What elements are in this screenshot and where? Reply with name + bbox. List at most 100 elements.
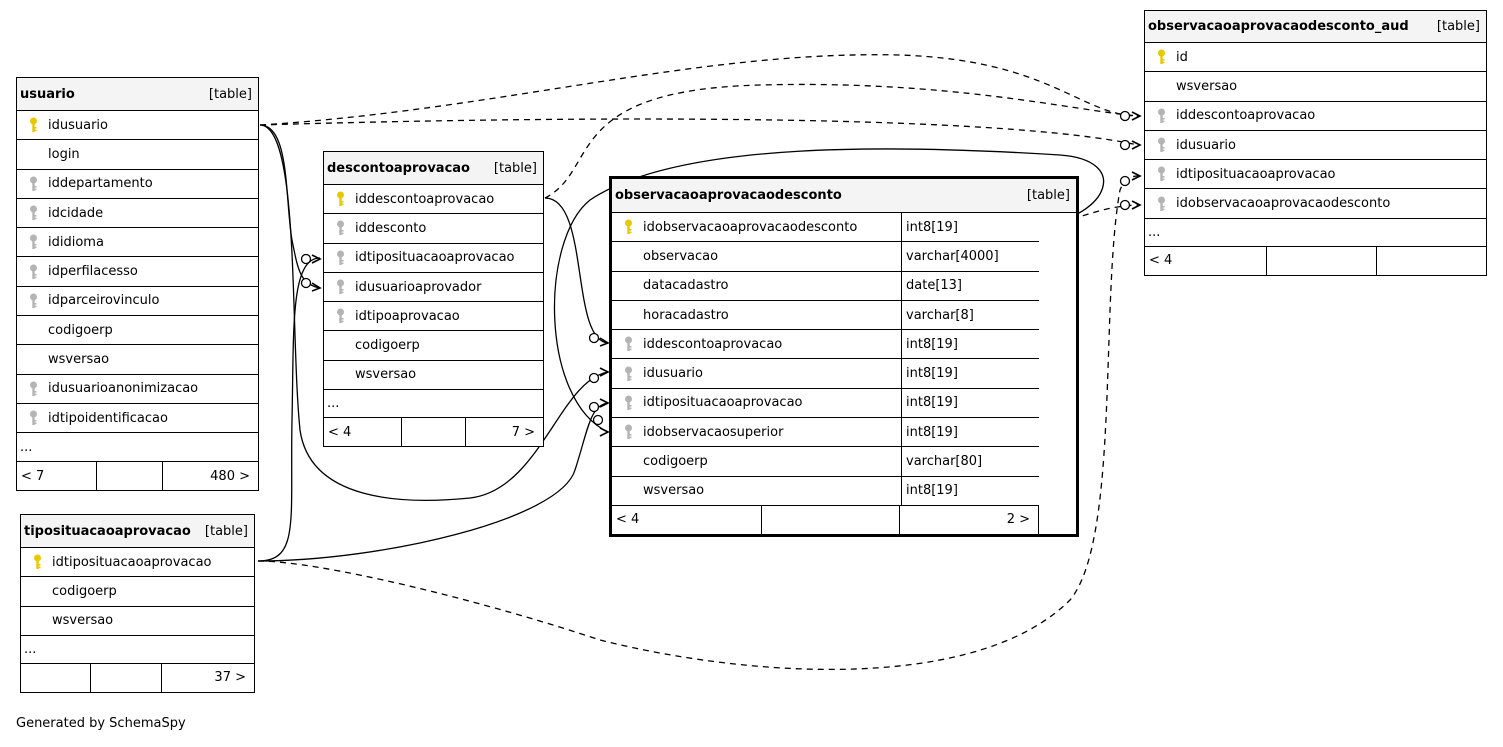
column-name: datacadastro [643, 278, 729, 294]
table-tag: [table] [493, 160, 537, 176]
foreign-key-icon [620, 366, 636, 382]
footer-blank [97, 462, 163, 491]
column-row[interactable]: wsversao [17, 345, 258, 375]
column-row[interactable]: idtipoidentificacao [17, 404, 258, 434]
column-row[interactable]: codigoerp [17, 316, 258, 346]
column-row[interactable]: wsversao [324, 361, 543, 391]
table-footer: 37 > [21, 663, 254, 692]
more-columns: ... [17, 433, 258, 463]
table-descontoaprovacao[interactable]: descontoaprovacao [table] iddescontoapro… [323, 151, 544, 448]
column-type: int8[19] [901, 418, 1039, 447]
column-row[interactable]: idtiposituacaoaprovacao [1145, 160, 1486, 190]
foreign-key-icon [620, 336, 636, 352]
primary-key-icon [25, 117, 41, 133]
table-footer: < 4 7 > [324, 418, 543, 447]
footer-rows: 480 > [210, 468, 250, 484]
column-type: varchar[4000] [901, 242, 1039, 271]
table-observacaoaprovacaodesconto[interactable]: observacaoaprovacaodesconto [table] idob… [609, 176, 1079, 537]
column-row[interactable]: idobservacaoaprovacaodesconto [1145, 189, 1486, 219]
more-columns: ... [324, 390, 543, 419]
column-row[interactable]: ididioma [17, 228, 258, 258]
foreign-key-icon [25, 234, 41, 250]
column-name: observacao [643, 248, 719, 264]
primary-key-icon [620, 219, 636, 235]
column-row[interactable]: iddepartamento [17, 170, 258, 199]
footer-rows: 37 > [214, 670, 246, 686]
table-name: tiposituacaoaprovacao [24, 523, 191, 539]
column-name: idtipoidentificacao [48, 410, 168, 426]
column-row[interactable]: codigoerp [324, 331, 543, 361]
table-name: observacaoaprovacaodesconto_aud [1148, 19, 1409, 34]
column-row[interactable]: iddescontoaprovacao [324, 185, 543, 215]
column-type: int8[19] [901, 476, 1039, 505]
column-row[interactable]: idcidade [17, 199, 258, 229]
foreign-key-icon [25, 410, 41, 426]
foreign-key-icon [1153, 137, 1169, 153]
footer-rows: 2 > [1006, 512, 1030, 528]
footer-parents: < 4 [612, 505, 762, 534]
column-row[interactable]: idparceirovinculo [17, 287, 258, 317]
table-tag: [table] [208, 86, 252, 102]
column-row[interactable]: iddesconto [324, 214, 543, 244]
column-row[interactable]: iddescontoaprovacao [1145, 102, 1486, 131]
foreign-key-icon [25, 381, 41, 397]
column-name: id [1176, 49, 1188, 65]
column-row[interactable]: idtiposituacaoaprovacao [21, 548, 254, 578]
column-name: idobservacaoaprovacaodesconto [1176, 196, 1391, 212]
column-row[interactable]: codigoerp [21, 577, 254, 607]
column-row[interactable]: idperfilacesso [17, 257, 258, 287]
foreign-key-icon [332, 279, 348, 295]
column-row[interactable]: login [17, 140, 258, 170]
relation-usuario-descontoaprovacao [259, 124, 321, 289]
column-row[interactable]: observacao varchar[4000] [612, 242, 1039, 272]
column-row[interactable]: wsversao [1145, 72, 1486, 102]
crowfoot-ring [588, 401, 600, 413]
table-tiposituacaoaprovacao[interactable]: tiposituacaoaprovacao [table] idtipositu… [20, 514, 255, 693]
table-header: descontoaprovacao [table] [324, 152, 543, 185]
footer-rows: 7 > [511, 424, 535, 440]
foreign-key-icon [620, 395, 636, 411]
table-name: observacaoaprovacaodesconto [615, 188, 842, 203]
foreign-key-icon [332, 250, 348, 266]
column-row[interactable]: idusuarioanonimizacao [17, 375, 258, 404]
crowfoot-ring [592, 414, 604, 426]
column-name: horacadastro [643, 307, 729, 323]
crowfoot-ring [300, 277, 312, 289]
column-row[interactable]: idtiposituacaoaprovacao [324, 244, 543, 273]
table-tag: [table] [1436, 19, 1480, 34]
column-row[interactable]: idusuarioaprovador [324, 273, 543, 303]
table-observacaoaprovacaodesconto-aud[interactable]: observacaoaprovacaodesconto_aud [table] … [1144, 10, 1487, 276]
relation-usuario-aud-idusuario [259, 118, 1139, 146]
column-name: idusuario [643, 366, 703, 382]
column-row[interactable]: idtipoaprovacao [324, 302, 543, 332]
column-row[interactable]: idusuario [1145, 131, 1486, 161]
foreign-key-icon [25, 205, 41, 221]
column-name: idtipoaprovacao [355, 308, 460, 324]
footer-parents: < 4 [324, 418, 402, 447]
foreign-key-icon [1153, 108, 1169, 124]
footer-parents [21, 663, 91, 692]
primary-key-icon [1153, 49, 1169, 65]
column-name: idtiposituacaoaprovacao [355, 250, 515, 266]
table-tag: [table] [204, 523, 248, 539]
column-name: wsversao [48, 352, 110, 368]
column-name: idusuarioanonimizacao [48, 381, 199, 397]
column-row[interactable]: idusuario [17, 111, 258, 141]
column-name: iddescontoaprovacao [355, 191, 495, 207]
column-row[interactable]: id [1145, 43, 1486, 73]
relation-tiposituacao-descontoaprovacao [257, 257, 321, 562]
crowfoot-arrow [311, 282, 322, 292]
footer-blank [1267, 246, 1377, 275]
table-footer: < 4 2 > [612, 505, 1039, 534]
column-row[interactable]: wsversao [21, 607, 254, 636]
